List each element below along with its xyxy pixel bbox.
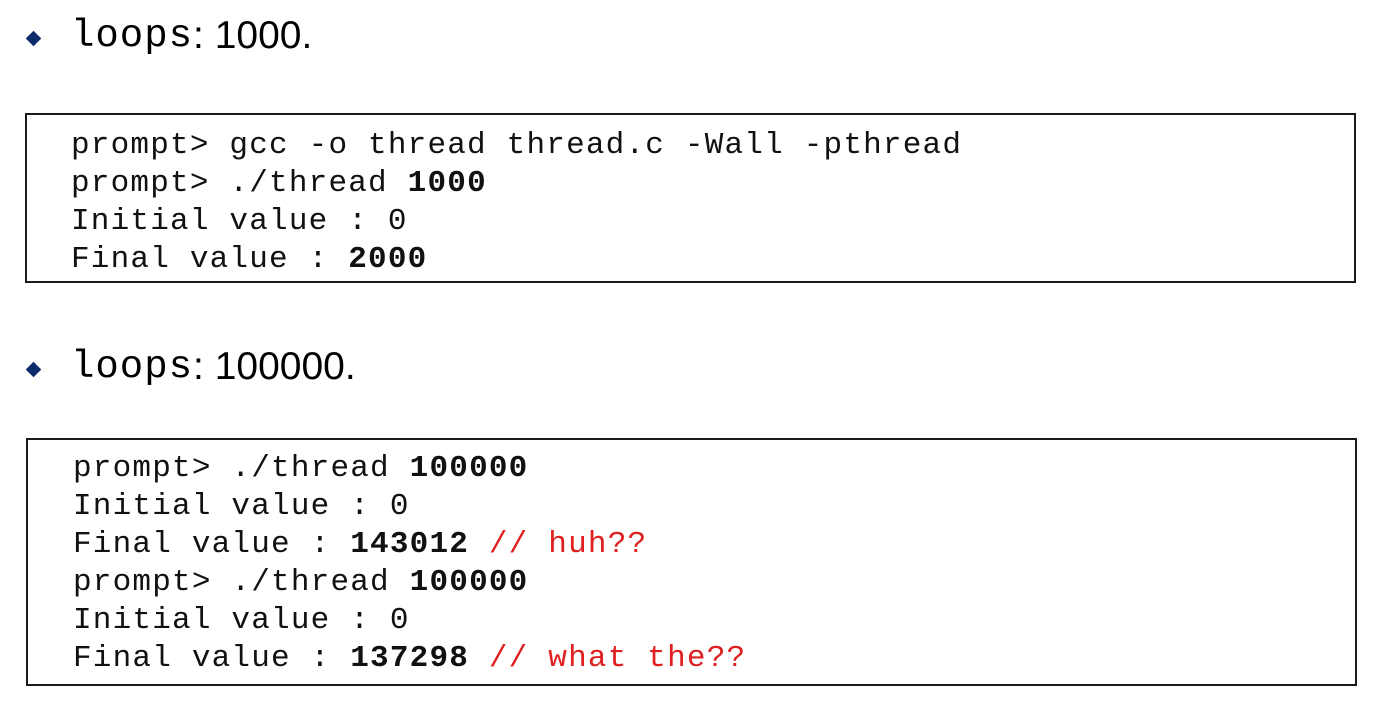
code-line: prompt> gcc -o thread thread.c -Wall -pt… <box>71 128 963 163</box>
diamond-bullet-icon <box>25 361 42 377</box>
code-line: Final value : 143012 // huh?? <box>73 527 648 562</box>
code-comment: // what the?? <box>469 641 747 676</box>
bullet-keyword: loops <box>71 345 194 389</box>
bullet-keyword: loops <box>71 14 194 58</box>
code-line: Initial value : 0 <box>73 603 410 638</box>
code-line: prompt> ./thread 1000 <box>71 166 487 201</box>
terminal-output-box-2: prompt> ./thread 100000 Initial value : … <box>26 438 1357 686</box>
code-line: prompt> ./thread 100000 <box>73 451 529 486</box>
code-line: Initial value : 0 <box>71 204 408 239</box>
bullet-loops-100000: loops: 100000. <box>25 345 356 389</box>
bullet-loops-1000: loops: 1000. <box>25 14 313 58</box>
code-line: Final value : 2000 <box>71 242 428 277</box>
code-line: prompt> ./thread 100000 <box>73 565 529 600</box>
bullet-value: : 1000. <box>193 14 313 57</box>
terminal-output-box-1: prompt> gcc -o thread thread.c -Wall -pt… <box>25 113 1356 283</box>
code-line: Initial value : 0 <box>73 489 410 524</box>
bullet-value: : 100000. <box>193 345 356 388</box>
code-comment: // huh?? <box>469 527 648 562</box>
code-line: Final value : 137298 // what the?? <box>73 641 747 676</box>
diamond-bullet-icon <box>25 30 42 46</box>
